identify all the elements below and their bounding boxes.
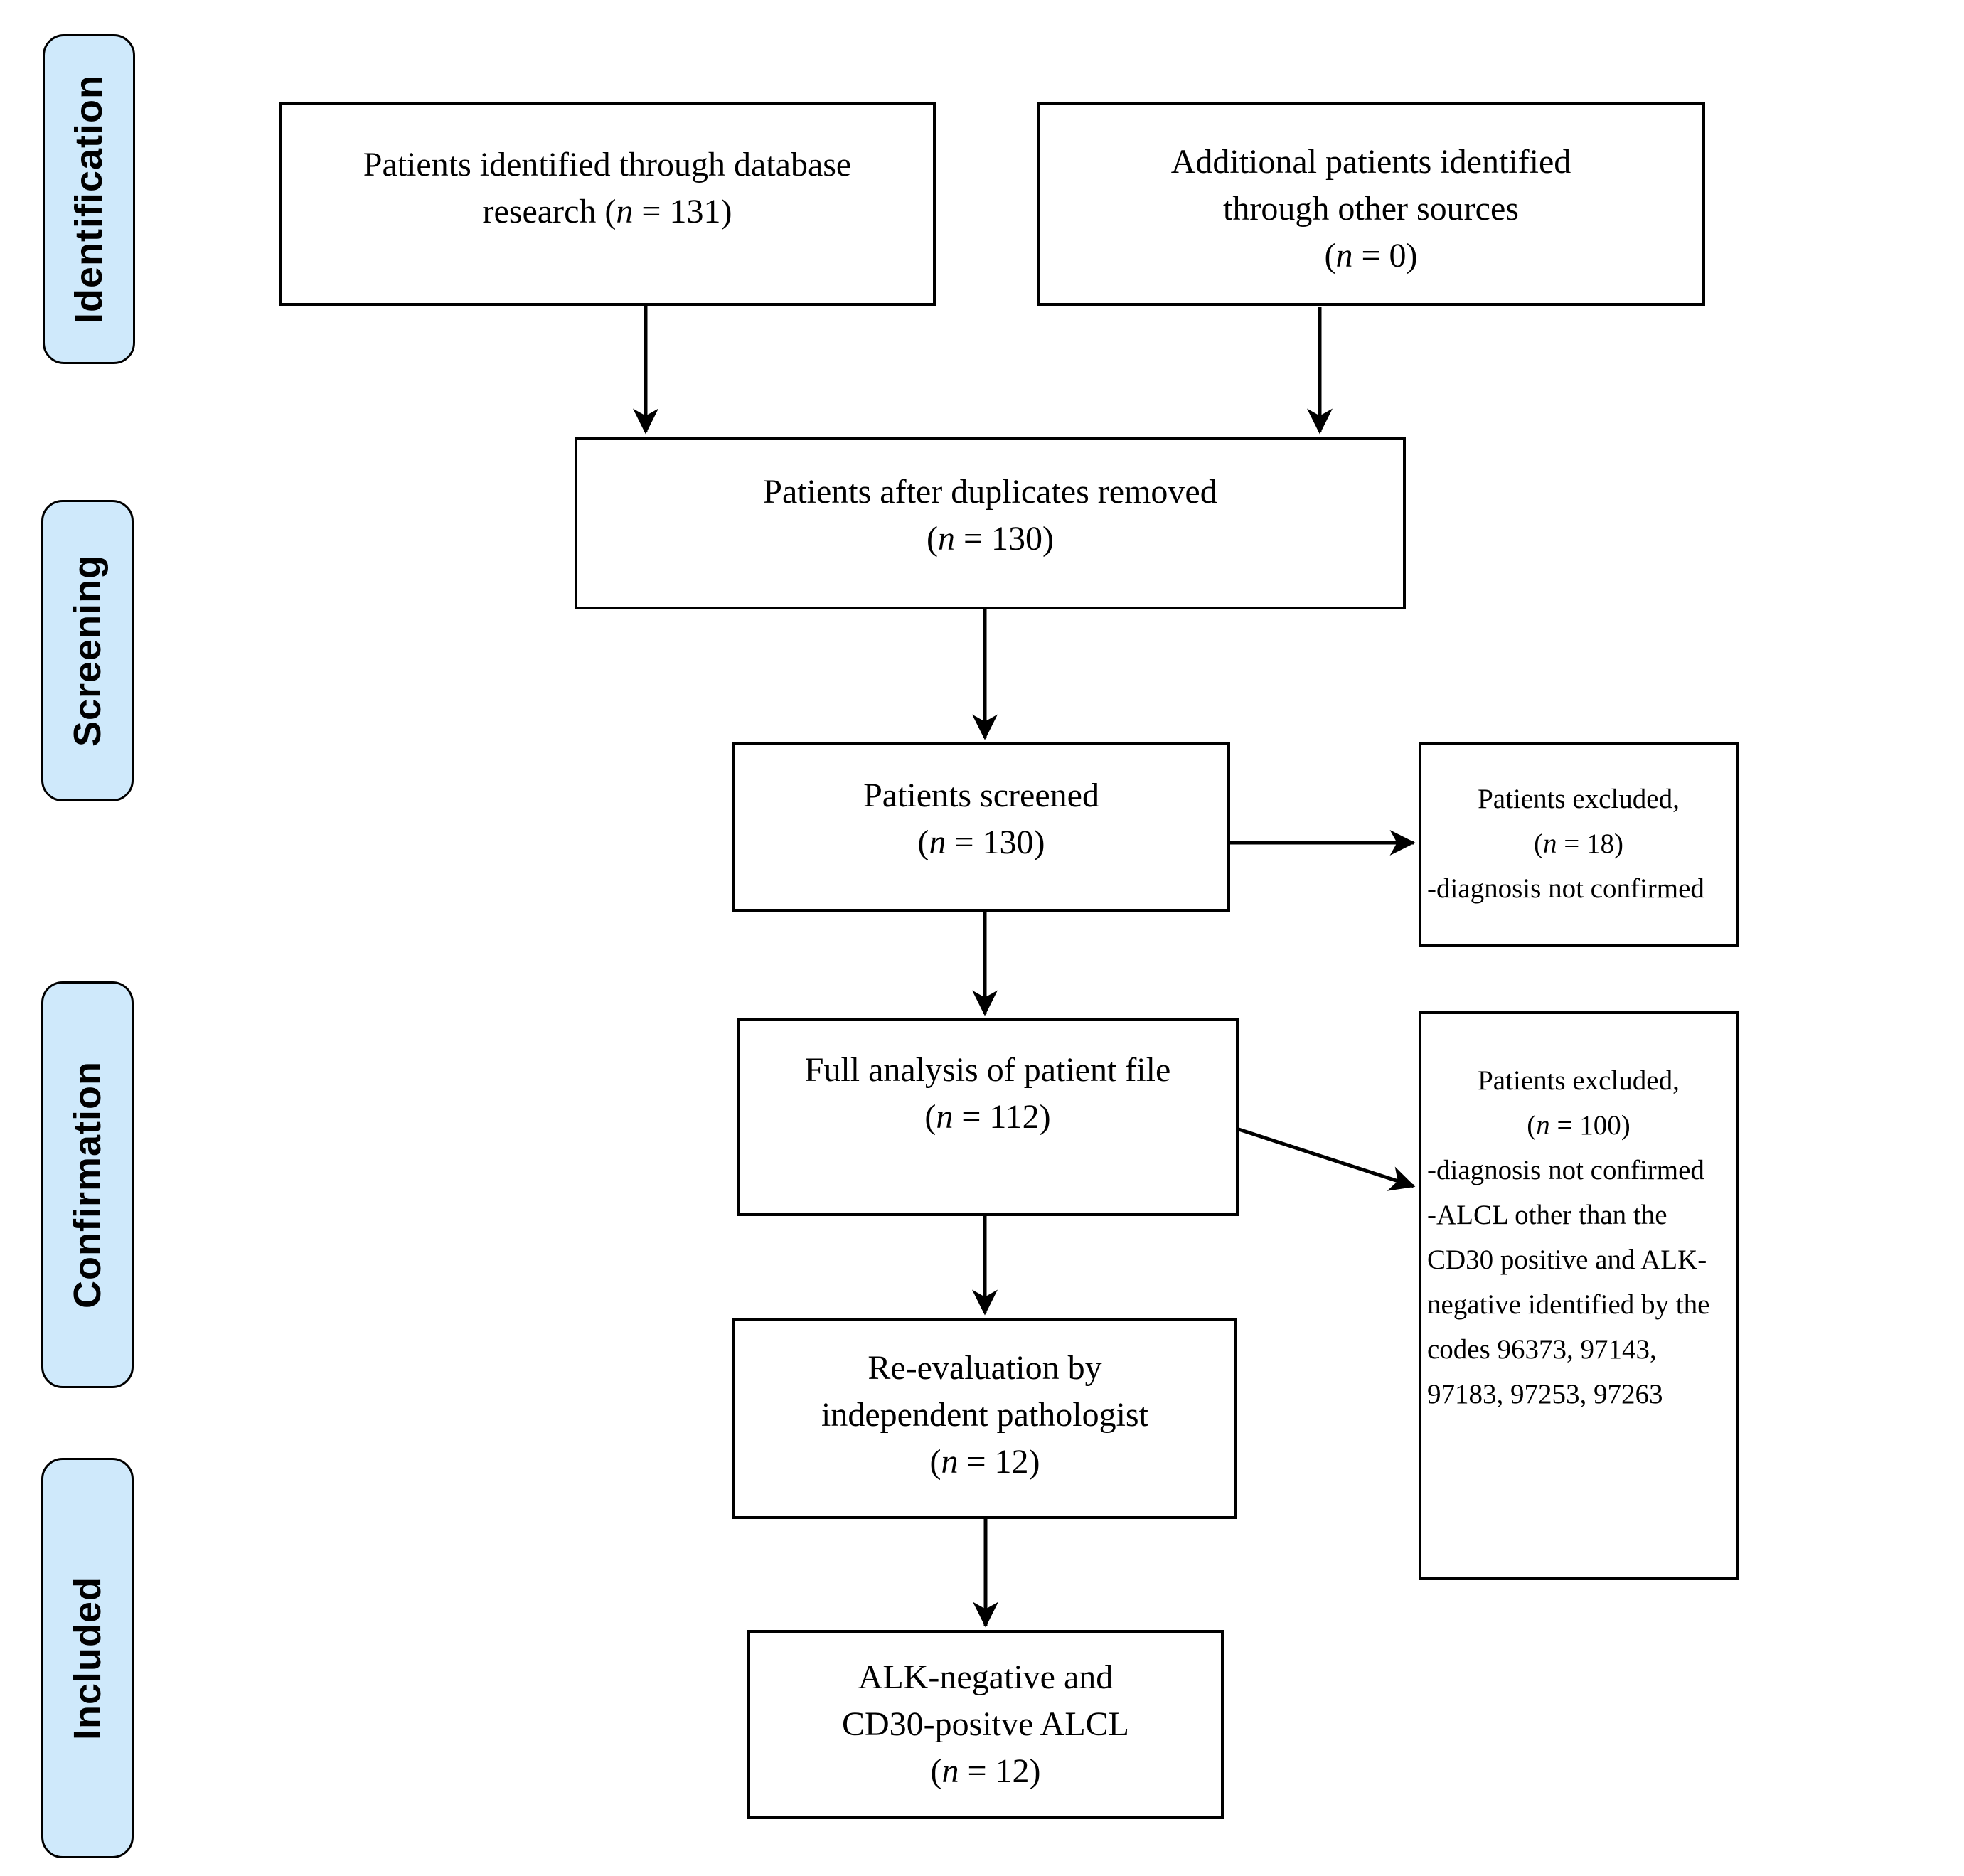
box-excluded-confirmation: Patients excluded, (n = 100) -diagnosis no… — [1419, 1011, 1739, 1580]
box-text-line: Patients excluded, — [1478, 784, 1680, 814]
box-text-line: (n = 130) — [917, 824, 1045, 861]
box-text-line: (n = 18) — [1534, 828, 1623, 859]
box-identified-database: Patients identified through database rese… — [279, 102, 936, 306]
box-text-line: Patients excluded, — [1478, 1065, 1680, 1096]
box-text-line: negative identified by the — [1427, 1289, 1710, 1320]
stage-label-identification: Identification — [43, 34, 135, 364]
box-text-line: (n = 12) — [930, 1752, 1041, 1790]
box-duplicates-removed: Patients after duplicates removed (n = 13… — [575, 437, 1406, 609]
box-text-line: ALK-negative and — [858, 1658, 1114, 1696]
box-text-line: codes 96373, 97143, — [1427, 1334, 1657, 1365]
box-text-line: (n = 130) — [926, 520, 1055, 558]
box-full-analysis: Full analysis of patient file (n = 112) — [737, 1018, 1239, 1216]
box-text: Full analysis of patient file (n = 112) — [740, 1047, 1236, 1141]
box-text-line: Patients identified through database — [363, 146, 852, 183]
box-additional-sources: Additional patients identified through ot… — [1037, 102, 1705, 306]
stage-label-included: Included — [41, 1458, 134, 1858]
box-text-line: (n = 112) — [924, 1098, 1051, 1136]
box-text-line: (n = 0) — [1324, 237, 1418, 275]
box-text-line: through other sources — [1223, 190, 1519, 228]
box-text: Patients screened (n = 130) — [735, 772, 1227, 866]
box-text: Patients excluded, (n = 100) -diagnosis no… — [1421, 1058, 1736, 1417]
box-text: Patients excluded, (n = 18) -diagnosis not… — [1421, 777, 1736, 911]
box-text-line: research (n = 131) — [482, 193, 732, 230]
box-text: Patients after duplicates removed (n = 13… — [577, 469, 1403, 563]
box-text-line: Full analysis of patient file — [804, 1051, 1171, 1089]
box-text-line: Re-evaluation by — [868, 1349, 1102, 1387]
stage-label-confirmation: Confirmation — [41, 981, 134, 1388]
box-text: Patients identified through database rese… — [282, 142, 933, 235]
box-patients-screened: Patients screened (n = 130) — [732, 742, 1230, 912]
box-text: Additional patients identified through ot… — [1040, 139, 1702, 279]
box-reevaluation-pathologist: Re-evaluation by independent pathologist (… — [732, 1318, 1237, 1519]
box-text-line: Patients after duplicates removed — [763, 473, 1217, 511]
box-text-line: CD30-positve ALCL — [842, 1705, 1129, 1743]
box-text: Re-evaluation by independent pathologist (… — [735, 1345, 1234, 1486]
box-text-line: (n = 12) — [929, 1443, 1040, 1481]
box-text-line: CD30 positive and ALK- — [1427, 1245, 1707, 1275]
stage-label-screening: Screening — [41, 500, 134, 801]
box-text-line: -diagnosis not confirmed — [1427, 873, 1704, 904]
box-text-line: -diagnosis not confirmed — [1427, 1155, 1704, 1185]
stage-label-text: Confirmation — [66, 1061, 110, 1309]
stage-label-text: Screening — [66, 554, 109, 747]
stage-label-text: Identification — [68, 75, 110, 324]
arrow-fullanalysis-to-excluded — [1238, 1127, 1416, 1191]
box-text-line: -ALCL other than the — [1427, 1200, 1667, 1230]
box-text-line: 97183, 97253, 97263 — [1427, 1379, 1663, 1409]
box-text-line: (n = 100) — [1527, 1110, 1631, 1141]
box-text-line: independent pathologist — [821, 1396, 1148, 1434]
box-excluded-screening: Patients excluded, (n = 18) -diagnosis not… — [1419, 742, 1739, 947]
box-text-line: Patients screened — [863, 777, 1099, 814]
box-text-line: Additional patients identified — [1170, 143, 1571, 181]
stage-label-text: Included — [66, 1576, 110, 1740]
